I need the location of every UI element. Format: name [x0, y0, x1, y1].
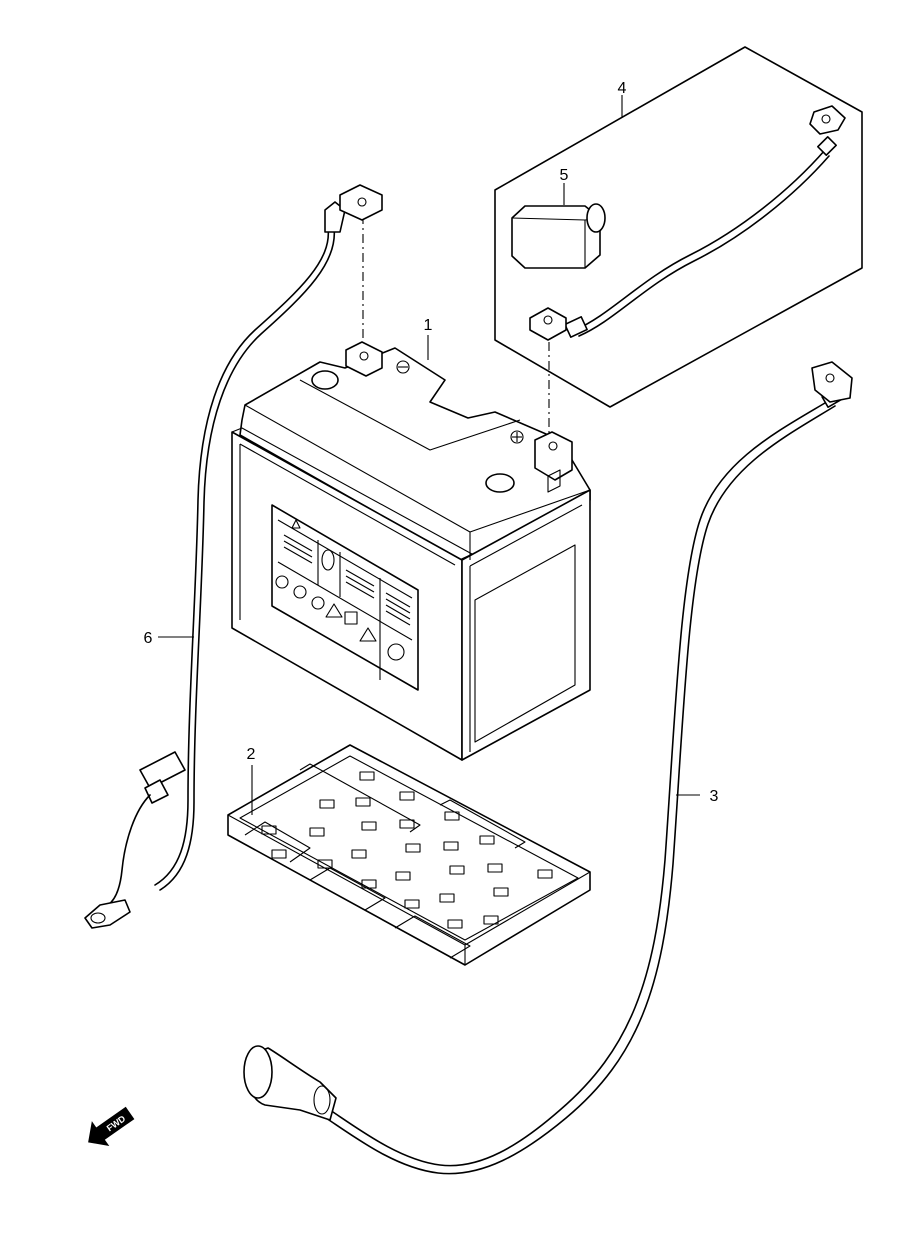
kit-box-outline: [494, 46, 863, 408]
positive-lead-part-4[interactable]: [529, 105, 846, 341]
callout-1: 1: [424, 317, 433, 334]
terminal-cover-part-5[interactable]: [511, 203, 606, 269]
negative-lead-part-6[interactable]: [84, 184, 383, 929]
forward-arrow-icon: FWD: [88, 1106, 135, 1147]
battery-tray-part-2[interactable]: [227, 744, 591, 966]
callout-5: 5: [560, 167, 569, 184]
callout-6: 6: [144, 630, 153, 647]
tray-slots: [261, 771, 553, 929]
cable-part-3[interactable]: [243, 361, 853, 1175]
battery-part-1[interactable]: [231, 341, 591, 761]
callout-3: 3: [710, 788, 719, 805]
callout-2: 2: [247, 746, 256, 763]
callout-leaders: [158, 95, 700, 815]
callout-4: 4: [618, 80, 627, 97]
